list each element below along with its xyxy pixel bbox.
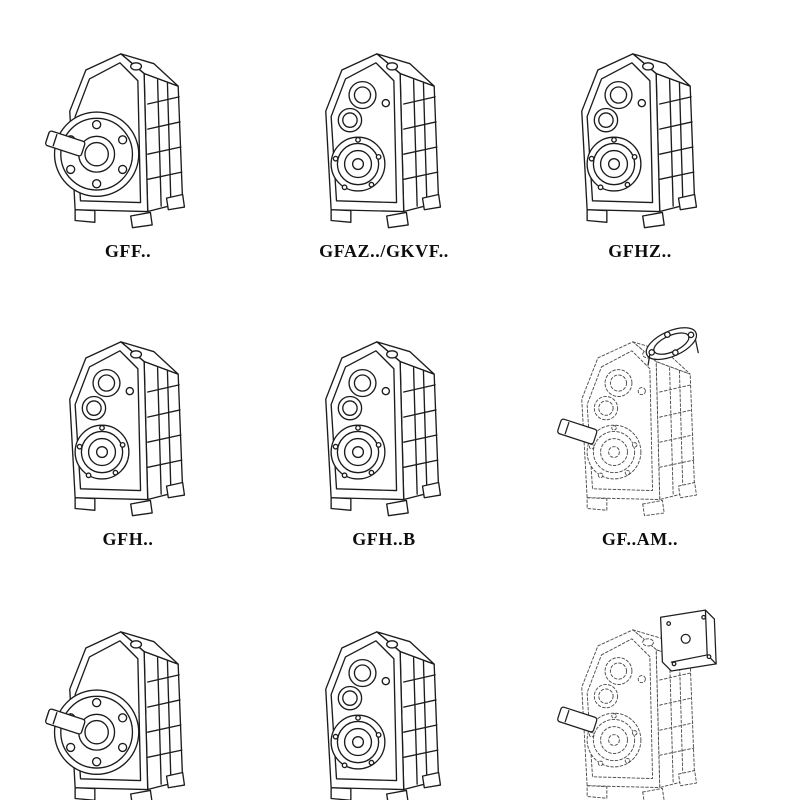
- product-cell-gfaz-gkvf: GFAZ../GKVF..: [296, 16, 472, 272]
- product-cell-gff: GFF..: [40, 16, 216, 272]
- model-label: GFH..: [102, 528, 154, 549]
- product-cell-gfhz: GFHZ..: [552, 16, 728, 272]
- gearbox-hollow-bore-drawing: [325, 340, 442, 517]
- gearbox-flange-shaft-drawing: [44, 53, 186, 229]
- gearbox-hollow-bore-drawing: [325, 53, 442, 229]
- model-label: GFF..: [104, 241, 152, 261]
- model-label: GFHZ..: [608, 241, 672, 261]
- gearbox-flange-shaft-drawing: [44, 630, 186, 800]
- gearbox-hollow-bore-drawing: [69, 340, 186, 517]
- product-cell-gf-grf: GF..GRF..: [552, 592, 728, 800]
- model-label: GF..AM..: [601, 528, 679, 549]
- gearbox-phantom-input-flange-drawing: [556, 320, 702, 516]
- model-label: GFH..B: [352, 528, 416, 549]
- gearbox-phantom-adapter-drawing: [556, 609, 717, 800]
- gearbox-hollow-bore-drawing: [581, 53, 698, 229]
- product-cell-gf-am: GF..AM..: [552, 304, 728, 560]
- model-label: GFAZ../GKVF..: [319, 241, 449, 261]
- product-cell-gfa-gfv: GFA../GFV..: [296, 592, 472, 800]
- product-cell-gfh: GFH..: [40, 304, 216, 560]
- product-cell-gfh-b: GFH..B: [296, 304, 472, 560]
- product-cell-gfaf-gfvf: GFAF../GFVF..: [40, 592, 216, 800]
- gearbox-hollow-bore-drawing: [325, 630, 442, 800]
